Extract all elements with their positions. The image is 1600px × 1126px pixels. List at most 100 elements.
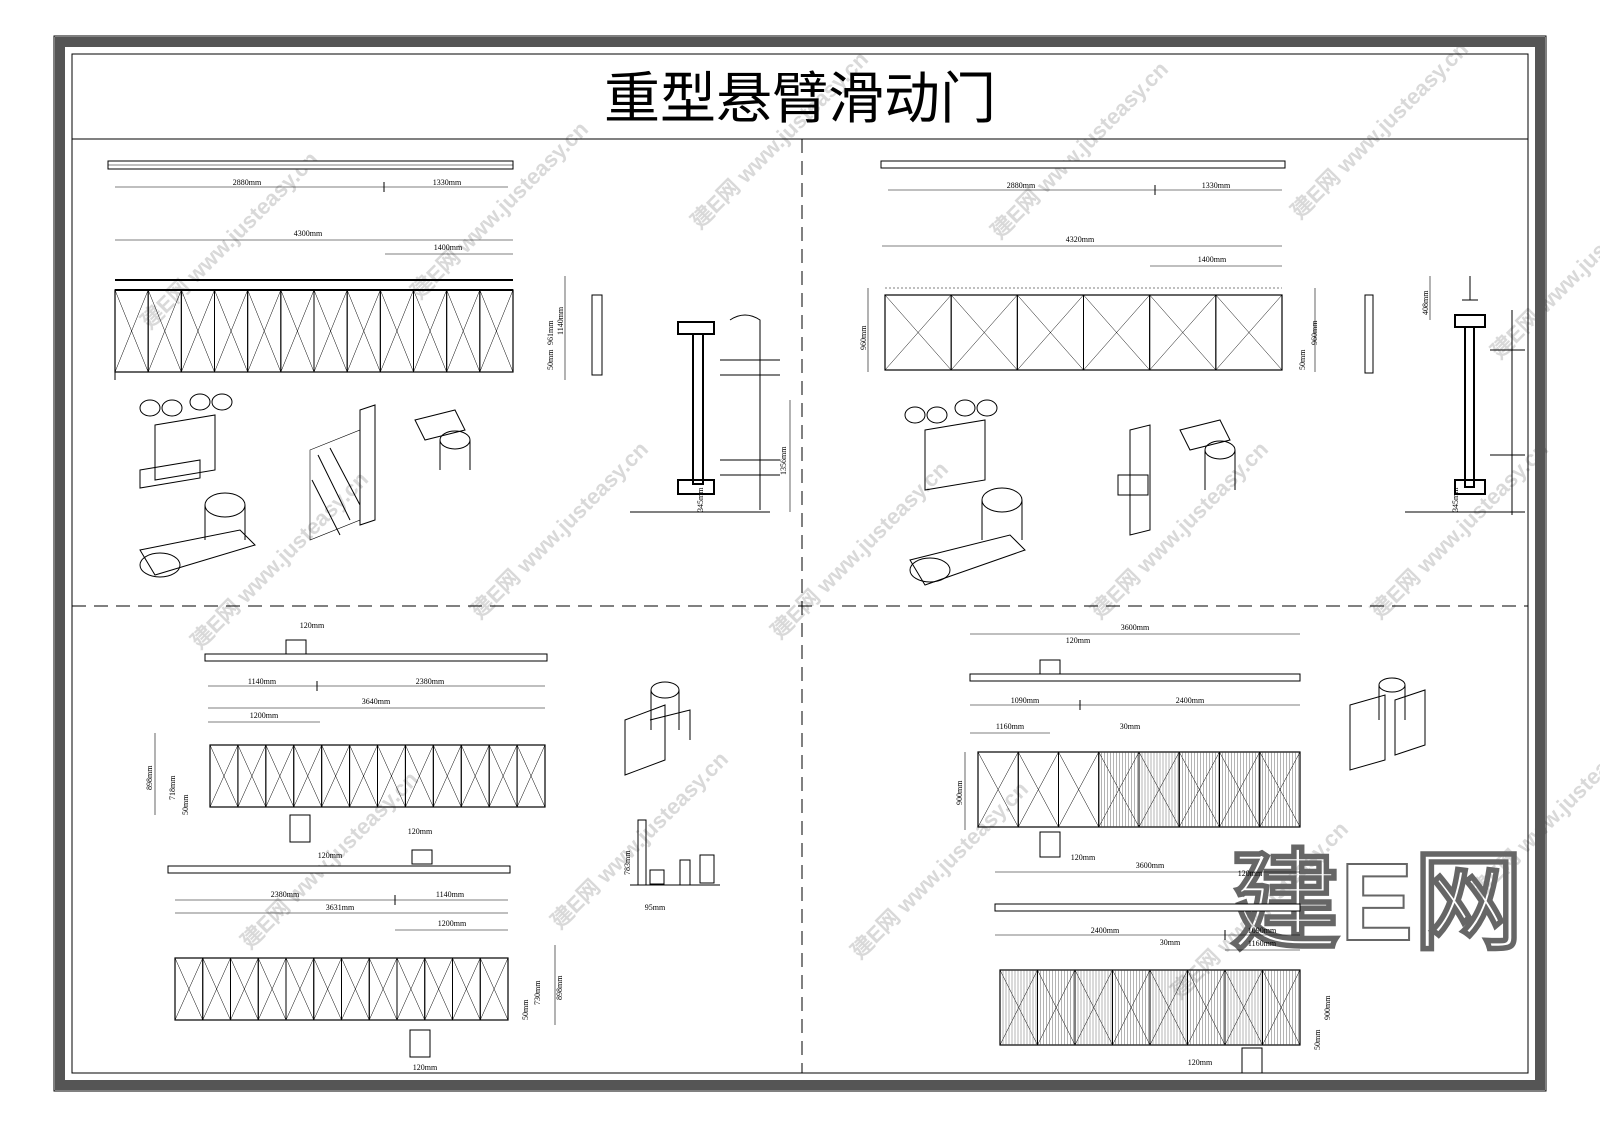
brand-watermark: 建E网 [1230, 841, 1523, 964]
dim-label: 1200mm [250, 711, 279, 720]
thick-border [55, 37, 1545, 1090]
bay-brace [1149, 969, 1188, 1046]
bay-brace [258, 957, 287, 1021]
gate-bay [479, 957, 509, 1021]
gate-bay [479, 289, 514, 373]
mesh-post-detail [309, 404, 471, 541]
watermark-text: 建E网 www.justeasy.cn [986, 56, 1173, 243]
watermark-text: 建E网 www.justeasy.cn [466, 436, 653, 623]
post-plan [1039, 659, 1061, 675]
post-plan [1241, 1047, 1263, 1074]
bay-brace [313, 289, 348, 373]
post-section [591, 294, 603, 376]
bottom-left-panel: 120mm 1140mm 2380mm 3640mm 1200mm 898mm … [145, 621, 720, 1072]
dim-label: 1140mm [436, 890, 465, 899]
bay-brace [424, 957, 453, 1021]
dim-label: 50mm [546, 349, 555, 370]
bay-brace [1149, 294, 1217, 371]
bay-brace [147, 289, 182, 373]
square-post-detail [1117, 419, 1236, 536]
dim-label: 345mm [696, 487, 705, 512]
bay-brace [1112, 969, 1151, 1046]
roller-carriage-detail [904, 399, 998, 491]
dim-label: 1160mm [1248, 939, 1277, 948]
bay-brace [446, 289, 481, 373]
dim-label: 2880mm [1007, 181, 1036, 190]
dim-label: 2880mm [233, 178, 262, 187]
gate-elevation [114, 279, 514, 380]
bay-brace [1083, 294, 1150, 371]
post-plan [285, 639, 307, 655]
bay-brace [293, 744, 322, 808]
dim-label: 120mm [318, 851, 343, 860]
bay-brace [114, 289, 149, 373]
dim-label: 1090mm [1011, 696, 1040, 705]
side-section [1405, 276, 1525, 515]
dim-label: 1400mm [1198, 255, 1227, 264]
bay-brace [1138, 751, 1180, 828]
dim-label: 783mm [623, 850, 632, 875]
top-left-panel: 2880mm 1330mm 4300mm 1400mm 50mm 961mm 1… [107, 160, 791, 578]
bay-brace [214, 289, 248, 373]
post-bracket-detail [624, 681, 691, 776]
dim-label: 2380mm [416, 677, 445, 686]
post-plan [411, 849, 433, 865]
bay-brace [174, 957, 203, 1021]
gate-bay [1262, 969, 1301, 1046]
watermark-text: 建E网 www.justeasy.cn [1366, 436, 1553, 623]
gate-bay [1259, 751, 1301, 828]
bay-brace [1017, 294, 1084, 371]
dim-label: 2380mm [271, 890, 300, 899]
dim-label: 1200mm [438, 919, 467, 928]
top-right-panel: 2880mm 1330mm 4320mm 1400mm 960mm 50mm 9… [859, 160, 1525, 586]
bay-brace [349, 744, 378, 808]
bay-brace [1098, 751, 1140, 828]
dim-label: 50mm [1313, 1029, 1322, 1050]
watermark-text: 建E网 www.justeasy.cn [546, 746, 733, 933]
bay-brace [433, 744, 462, 808]
post-bracket-detail [1349, 677, 1426, 771]
gate-bay [516, 744, 546, 808]
bay-brace [1224, 969, 1263, 1046]
bay-brace [1219, 751, 1260, 828]
watermark-text: 建E网 www.justeasy.cn [1286, 36, 1473, 223]
dim-label: 95mm [645, 903, 666, 912]
bay-brace [285, 957, 314, 1021]
track-beam [167, 865, 511, 874]
bay-brace [1179, 751, 1220, 828]
track-beam [969, 673, 1301, 682]
dim-label: 3640mm [362, 697, 391, 706]
bay-brace [977, 751, 1019, 828]
dim-label: 120mm [300, 621, 325, 630]
dim-label: 30mm [1120, 722, 1141, 731]
bay-brace [1215, 294, 1283, 371]
bay-brace [380, 289, 414, 373]
dim-label: 120mm [1071, 853, 1096, 862]
dim-label: 900mm [955, 780, 964, 805]
gate-elevation [884, 287, 1283, 371]
watermark-text: 建E网 www.justeasy.cn [1086, 436, 1273, 623]
roller-carriage-detail [139, 393, 233, 489]
dim-label: 120mm [1238, 869, 1263, 878]
bay-brace [884, 294, 952, 371]
dim-label: 408mm [1421, 290, 1430, 315]
bay-brace [413, 289, 447, 373]
bay-brace [237, 744, 267, 808]
side-section [630, 314, 780, 513]
track-beam [880, 160, 1286, 169]
dim-label: 30mm [1160, 938, 1181, 947]
post-base-detail [630, 819, 720, 886]
dim-label: 1160mm [996, 722, 1025, 731]
dim-label: 120mm [1066, 636, 1091, 645]
gate-elevation [999, 969, 1301, 1046]
bay-brace [341, 957, 370, 1021]
bay-brace [480, 957, 509, 1021]
page-title: 重型悬臂滑动门 [604, 67, 996, 130]
watermark-text: 建E网 www.justeasy.cn [406, 116, 593, 303]
dim-label: 730mm [533, 980, 542, 1005]
inner-frame [71, 53, 1529, 1074]
dim-label: 961mm [546, 320, 555, 345]
bay-brace [516, 744, 546, 808]
outer-frame [53, 35, 1547, 1092]
